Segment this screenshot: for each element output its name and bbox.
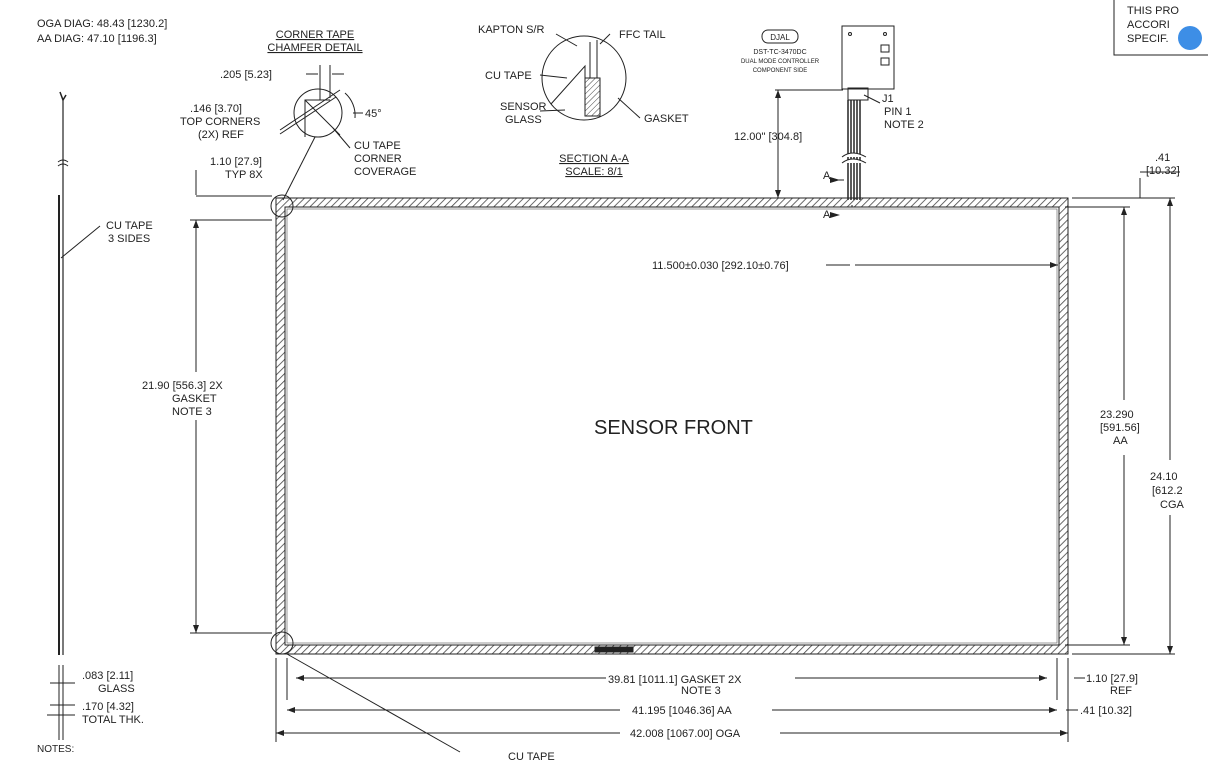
tail-offset-dim: 11.500±0.030 [292.10±0.76]	[652, 260, 789, 272]
side-total: TOTAL THK.	[82, 714, 144, 726]
oga-height-1: 24.10	[1150, 471, 1178, 483]
corner-dim-110: 1.10 [27.9]	[210, 156, 262, 168]
aa-width: 41.195 [1046.36] AA	[632, 705, 732, 717]
aa-height-3: AA	[1113, 435, 1128, 447]
section-ffc: FFC TAIL	[619, 29, 666, 41]
section-scale: SCALE: 8/1	[565, 166, 622, 178]
section-marker-a-upper: A	[823, 170, 831, 182]
section-sensor-2: GLASS	[505, 114, 542, 126]
section-a-a	[539, 33, 641, 121]
oga-width: 42.008 [1067.00] OGA	[630, 728, 741, 740]
controller-j1: J1	[882, 93, 894, 105]
controller-logo-text: DJAL	[770, 33, 790, 42]
bottom-cu-tape: CU TAPE	[508, 751, 555, 763]
aa-diag: AA DIAG: 47.10 [1196.3]	[37, 33, 157, 45]
corner-cu-tape-1: CU TAPE	[354, 140, 401, 152]
title-box-line-1: THIS PRO	[1127, 5, 1179, 17]
corner-title-2: CHAMFER DETAIL	[267, 42, 362, 54]
section-cu-tape: CU TAPE	[485, 70, 532, 82]
corner-title-1: CORNER TAPE	[276, 29, 354, 41]
section-gasket: GASKET	[644, 113, 689, 125]
corner-dim-205: .205 [5.23]	[220, 69, 272, 81]
gasket-height-2: GASKET	[172, 393, 217, 405]
corner-angle: 45°	[365, 108, 382, 120]
sensor-front-label: SENSOR FRONT	[594, 417, 753, 439]
corner-cu-tape-3: COVERAGE	[354, 166, 416, 178]
controller-pin1: PIN 1	[884, 106, 912, 118]
side-glass: GLASS	[98, 683, 135, 695]
aa-height-2: [591.56]	[1100, 422, 1140, 434]
section-sensor-1: SENSOR	[500, 101, 547, 113]
controller-line-3: COMPONENT SIDE	[753, 68, 808, 74]
side-view	[47, 91, 101, 740]
corner-detail	[279, 65, 363, 201]
ref-110: 1.10 [27.9]	[1086, 673, 1138, 685]
corner-cu-tape-2: CORNER	[354, 153, 402, 165]
oga-diag: OGA DIAG: 48.43 [1230.2]	[37, 18, 167, 30]
title-box-line-2: ACCORI	[1127, 19, 1170, 31]
gasket-height-3: NOTE 3	[172, 406, 212, 418]
aa-height-1: 23.290	[1100, 409, 1134, 421]
top-41-b: [10.32]	[1146, 165, 1180, 177]
controller-line-2: DUAL MODE CONTROLLER	[741, 59, 820, 65]
oga-height-2: [612.2	[1152, 485, 1183, 497]
notes-label: NOTES:	[37, 744, 74, 755]
gasket-width-1: 39.81 [1011.1] GASKET 2X	[608, 674, 742, 686]
title-block	[1113, 0, 1208, 56]
sensor-front	[270, 194, 1069, 753]
controller-logo: DJAL	[761, 29, 799, 44]
controller-line-1: DST-TC-3470DC	[753, 49, 806, 56]
corner-typ-8x: TYP 8X	[225, 169, 263, 181]
bottom-41: .41 [10.32]	[1080, 705, 1132, 717]
corner-dim-146: .146 [3.70]	[190, 103, 242, 115]
top-41-a: .41	[1155, 152, 1170, 164]
corner-top-corners: TOP CORNERS	[180, 116, 260, 128]
side-cu-tape-1: CU TAPE	[106, 220, 153, 232]
oga-height-3: CGA	[1160, 499, 1185, 511]
title-box-line-3: SPECIF.	[1127, 33, 1169, 45]
corner-ref-2x: (2X) REF	[198, 129, 244, 141]
section-kapton: KAPTON S/R	[478, 24, 544, 36]
section-title: SECTION A-A	[559, 153, 629, 165]
gasket-width-2: NOTE 3	[681, 685, 721, 697]
controller-note2: NOTE 2	[884, 119, 924, 131]
ref-label: REF	[1110, 685, 1132, 697]
side-cu-tape-2: 3 SIDES	[108, 233, 150, 245]
side-total-dim: .170 [4.32]	[82, 701, 134, 713]
avatar-badge	[1178, 26, 1202, 50]
tail-length: 12.00" [304.8]	[734, 131, 802, 143]
section-marker-a-lower: A	[823, 209, 831, 221]
side-glass-dim: .083 [2.11]	[82, 670, 133, 682]
gasket-height-1: 21.90 [556.3] 2X	[142, 380, 223, 392]
